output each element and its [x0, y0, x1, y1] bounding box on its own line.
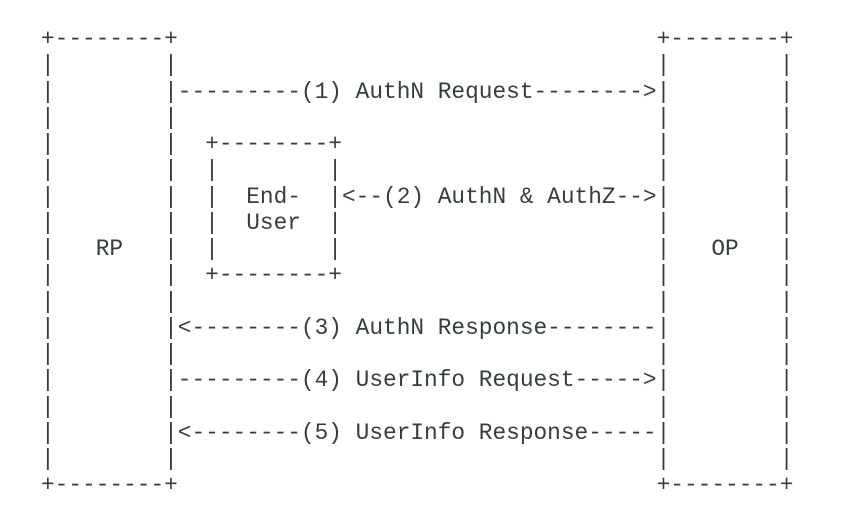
- ascii-flow-diagram: +--------+ +--------+ | | | | | |-------…: [41, 26, 794, 499]
